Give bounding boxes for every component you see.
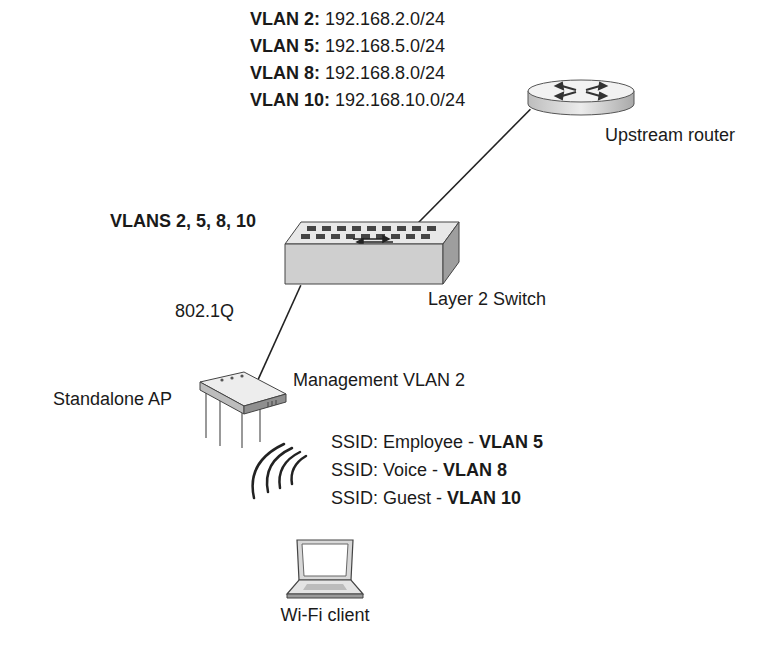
label-text: SSID: Employee - <box>331 431 474 453</box>
wave-arc <box>292 456 306 484</box>
bold-label: VLAN 10 <box>447 487 521 509</box>
wave-arc <box>279 452 300 488</box>
router-node: Upstream router <box>526 78 636 118</box>
bold-label: VLAN 10: <box>250 89 330 111</box>
bold-label: VLAN 8: <box>250 62 320 84</box>
network-link <box>418 109 530 223</box>
node-label: Layer 2 Switch <box>428 288 546 310</box>
wifi-client-node: Wi-Fi client <box>285 538 365 600</box>
router-icon <box>526 78 636 118</box>
access-point-node: Standalone APManagement VLAN 2 <box>198 368 288 448</box>
link-line <box>258 285 301 379</box>
link-label: 802.1Q <box>175 300 234 322</box>
link-line <box>418 109 530 223</box>
access-point-icon <box>198 368 288 448</box>
label-text: 192.168.8.0/24 <box>325 62 445 84</box>
wave-arc <box>253 444 284 498</box>
switch-icon <box>283 220 461 288</box>
bold-label: VLANS 2, 5, 8, 10 <box>110 210 256 232</box>
bold-label: VLAN 8 <box>443 459 507 481</box>
label-text: SSID: Guest - <box>331 487 442 509</box>
bold-label: VLAN 2: <box>250 8 320 30</box>
network-link <box>258 285 301 379</box>
label-text: 192.168.2.0/24 <box>325 8 445 30</box>
label-text: 192.168.10.0/24 <box>335 89 465 111</box>
label-text: SSID: Voice - <box>331 459 438 481</box>
bold-label: VLAN 5: <box>250 35 320 57</box>
node-label: Wi-Fi client <box>281 604 370 626</box>
switch-node: Layer 2 Switch <box>283 220 461 288</box>
bold-label: VLAN 5 <box>479 431 543 453</box>
node-label: Management VLAN 2 <box>293 369 465 391</box>
label-text: 192.168.5.0/24 <box>325 35 445 57</box>
node-label: Upstream router <box>605 124 735 146</box>
node-label: Standalone AP <box>53 388 172 410</box>
laptop-icon <box>285 538 365 600</box>
